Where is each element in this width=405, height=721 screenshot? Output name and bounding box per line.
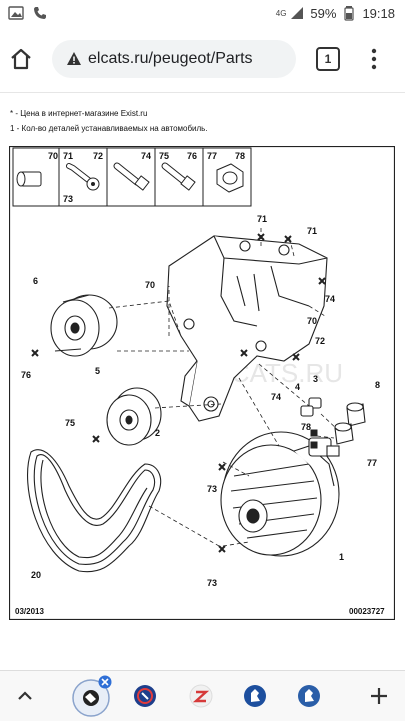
callout-76[interactable]: 76 bbox=[21, 370, 31, 380]
peugeot-lion-icon-2[interactable] bbox=[294, 681, 324, 711]
header-callout: 72 bbox=[93, 151, 103, 161]
leader-lines bbox=[108, 226, 340, 547]
app-s-icon[interactable] bbox=[130, 681, 160, 711]
callout-3[interactable]: 3 bbox=[313, 374, 318, 384]
terminal-nuts[interactable] bbox=[310, 429, 318, 449]
header-callout: 70 bbox=[48, 151, 58, 161]
callout-5[interactable]: 5 bbox=[95, 366, 100, 376]
header-callout: 78 bbox=[235, 151, 245, 161]
callout-70-left[interactable]: 70 bbox=[145, 280, 155, 290]
parts-diagram[interactable]: 70 71 72 73 74 75 76 77 78 ELCATS.RU bbox=[9, 146, 395, 620]
header-callout: 77 bbox=[207, 151, 217, 161]
diagram-code: 00023727 bbox=[349, 607, 385, 616]
terminal-caps[interactable] bbox=[334, 402, 366, 445]
more-menu-icon[interactable] bbox=[368, 46, 380, 72]
stud-part[interactable] bbox=[161, 162, 196, 191]
chevron-up-icon[interactable] bbox=[10, 681, 40, 711]
sleeve-part[interactable] bbox=[16, 171, 42, 187]
callout-73-upper[interactable]: 73 bbox=[207, 484, 217, 494]
bottom-navigation bbox=[0, 670, 405, 721]
phone-icon bbox=[34, 7, 46, 19]
callout-73-lower[interactable]: 73 bbox=[207, 578, 217, 588]
callout-78[interactable]: 78 bbox=[301, 422, 311, 432]
fastener-strip: 70 71 72 73 74 75 76 77 78 bbox=[12, 147, 252, 207]
callout-20[interactable]: 20 bbox=[31, 570, 41, 580]
spacers[interactable] bbox=[300, 397, 322, 417]
clock: 19:18 bbox=[362, 5, 395, 21]
callout-70-right[interactable]: 70 bbox=[307, 316, 317, 326]
callout-1[interactable]: 1 bbox=[339, 552, 344, 562]
image-icon bbox=[8, 6, 24, 20]
callout-6[interactable]: 6 bbox=[33, 276, 38, 286]
url-text[interactable]: elcats.ru/peugeot/Parts bbox=[88, 50, 253, 67]
plus-icon[interactable] bbox=[364, 681, 394, 711]
signal-icon bbox=[291, 7, 304, 19]
callout-74-top[interactable]: 74 bbox=[325, 294, 335, 304]
bolt-part[interactable] bbox=[113, 162, 150, 191]
status-bar: 4G 59% 19:18 bbox=[0, 0, 405, 28]
header-callout: 76 bbox=[187, 151, 197, 161]
callout-72[interactable]: 72 bbox=[315, 336, 325, 346]
app-z-icon[interactable] bbox=[186, 681, 216, 711]
date-code: 03/2013 bbox=[15, 607, 44, 616]
drive-belt[interactable] bbox=[27, 449, 162, 573]
browser-app-icon[interactable] bbox=[70, 675, 112, 717]
status-icons-right: 4G 59% 19:18 bbox=[276, 5, 395, 21]
status-icons-left bbox=[8, 5, 48, 21]
torque-markers bbox=[31, 233, 326, 553]
note-quantity: 1 - Кол-во деталей устанавливаемых на ав… bbox=[10, 124, 208, 133]
callout-4[interactable]: 4 bbox=[295, 382, 300, 392]
header-callout: 71 bbox=[63, 151, 73, 161]
address-bar[interactable]: elcats.ru/peugeot/Parts bbox=[52, 40, 296, 78]
header-callout: 75 bbox=[159, 151, 169, 161]
header-callout: 74 bbox=[141, 151, 151, 161]
alternator[interactable] bbox=[220, 431, 340, 557]
battery-percent: 59% bbox=[310, 5, 337, 21]
peugeot-lion-icon[interactable] bbox=[240, 681, 270, 711]
browser-toolbar: elcats.ru/peugeot/Parts 1 bbox=[0, 28, 405, 93]
idler-pulley[interactable] bbox=[50, 294, 118, 357]
home-icon[interactable] bbox=[8, 46, 34, 72]
callout-71-right[interactable]: 71 bbox=[307, 226, 317, 236]
battery-icon bbox=[344, 6, 355, 21]
callout-74-mid[interactable]: 74 bbox=[271, 392, 281, 402]
callout-71-top[interactable]: 71 bbox=[257, 214, 267, 224]
nut-part[interactable] bbox=[216, 163, 244, 193]
callout-8[interactable]: 8 bbox=[375, 380, 380, 390]
callout-75[interactable]: 75 bbox=[65, 418, 75, 428]
network-type: 4G bbox=[275, 8, 287, 18]
bolt-washer-part[interactable] bbox=[66, 163, 100, 191]
callout-77[interactable]: 77 bbox=[367, 458, 377, 468]
header-callout: 73 bbox=[63, 194, 73, 204]
tensioner-pulley[interactable] bbox=[106, 387, 162, 446]
tab-switcher-button[interactable]: 1 bbox=[316, 47, 340, 71]
warning-icon[interactable] bbox=[66, 51, 82, 67]
callout-2[interactable]: 2 bbox=[155, 428, 160, 438]
note-price: * - Цена в интернет-магазине Exist.ru bbox=[10, 109, 148, 118]
mounting-bracket[interactable] bbox=[166, 235, 328, 422]
